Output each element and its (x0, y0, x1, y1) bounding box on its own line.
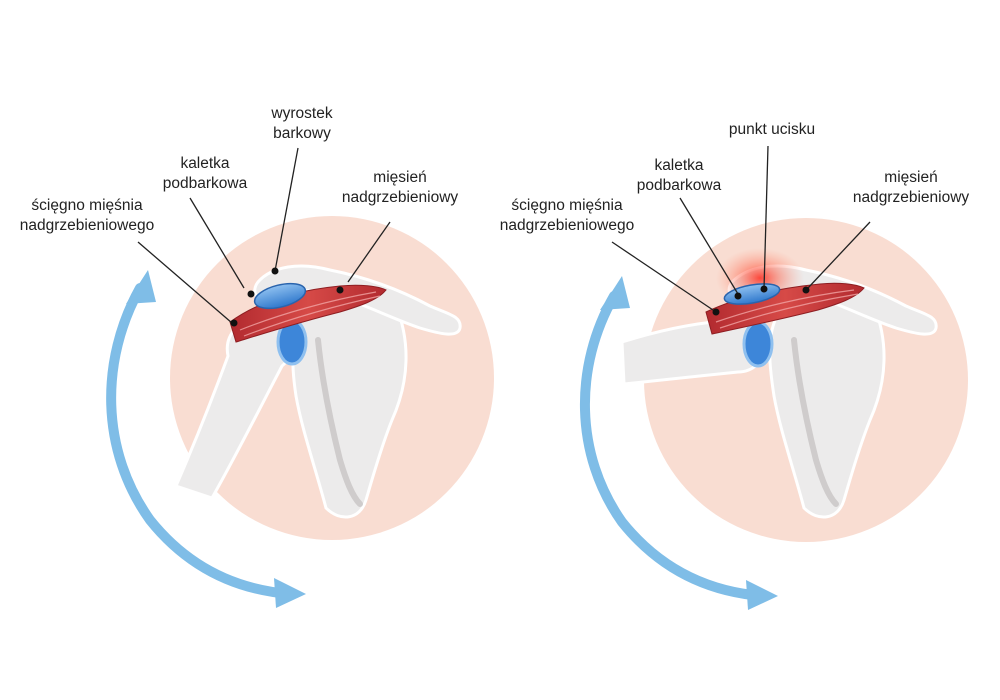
left-label-acromion: wyrostek barkowy (252, 104, 352, 144)
right-shoulder-diagram (580, 145, 968, 610)
right-label-muscle-line2: nadgrzebieniowy (852, 189, 970, 206)
right-leader-dots (712, 285, 810, 316)
left-motion-arrow (106, 270, 306, 608)
left-label-bursa-line1: kaletka (180, 155, 230, 172)
left-label-tendon-line1: ścięgno mięśnia (31, 197, 143, 214)
right-label-muscle-line1: mięsień (884, 169, 938, 186)
right-label-pressure-line1: punkt ucisku (728, 121, 816, 138)
left-scapula-shadow (315, 337, 363, 507)
right-leader-lines (611, 145, 871, 313)
left-label-muscle-line1: mięsień (373, 169, 427, 186)
left-label-tendon: ścięgno mięśnia nadgrzebieniowego (4, 196, 170, 236)
left-label-bursa-line2: podbarkowa (162, 175, 248, 192)
left-leader-lines (137, 147, 391, 324)
left-shoulder-diagram (106, 147, 494, 608)
right-label-tendon: ścięgno mięśnia nadgrzebieniowego (484, 196, 650, 236)
right-label-tendon-line1: ścięgno mięśnia (511, 197, 623, 214)
left-leader-dots (230, 267, 344, 327)
left-label-tendon-line2: nadgrzebieniowego (19, 217, 155, 234)
left-label-muscle: mięsień nadgrzebieniowy (330, 168, 470, 208)
left-muscle-fibers (239, 291, 381, 337)
right-label-bursa: kaletka podbarkowa (624, 156, 734, 196)
right-label-pressure: punkt ucisku (712, 120, 832, 140)
right-label-bursa-line2: podbarkowa (636, 177, 722, 194)
left-label-muscle-line2: nadgrzebieniowy (341, 189, 459, 206)
left-label-acromion-line2: barkowy (273, 125, 331, 142)
left-label-acromion-line1: wyrostek (271, 105, 333, 122)
right-muscle-fibers (715, 289, 859, 329)
right-label-muscle: mięsień nadgrzebieniowy (836, 168, 986, 208)
right-scapula-shadow (791, 337, 839, 507)
left-label-bursa: kaletka podbarkowa (150, 154, 260, 194)
right-joint-cartilage (742, 320, 774, 368)
right-label-bursa-line1: kaletka (654, 157, 704, 174)
left-subacromial-bursa (253, 282, 307, 310)
right-motion-arrow (580, 276, 778, 610)
right-label-tendon-line2: nadgrzebieniowego (499, 217, 635, 234)
